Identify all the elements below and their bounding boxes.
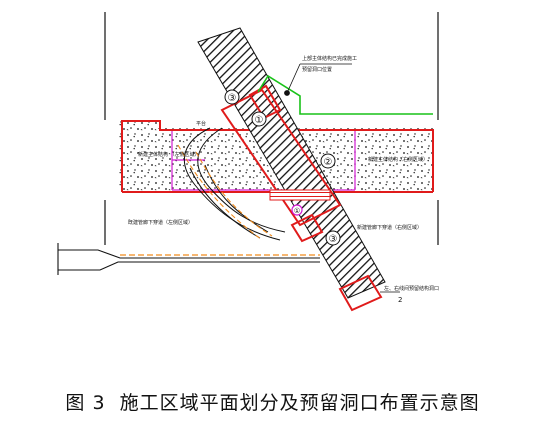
small-marker: ① [291,204,303,216]
construction-zoning-diagram: ③ ① ② ③ ① 上部主体结构已完成施工 预留洞口位置 平台 新建主体结构 （… [57,12,439,312]
figure-caption: 图 3 施工区域平面划分及预留洞口布置示意图 [0,388,545,415]
top-note-1: 上部主体结构已完成施工 [302,55,357,62]
red-striped-strip [269,189,331,201]
tunnel-left-label: 既建管廊下穿道（左侧区域） [128,219,193,226]
main-structure-left-label: 新建主体结构 （左侧区域） [138,151,200,158]
lower-tracks [57,243,320,275]
outer-walls [104,12,439,245]
svg-text:①: ① [294,207,300,215]
svg-text:①: ① [255,115,264,126]
tunnel-curves [183,127,286,241]
bottom-number: 2 [398,296,402,304]
main-structure-right-label: 新建主体结构（右侧区域） [368,156,428,163]
zone-marker-3-top: ③ [224,89,240,105]
tunnel-curves-orange [177,144,273,241]
zone-marker-3-bottom: ③ [325,230,341,246]
zone-marker-1: ① [251,111,267,127]
tunnel-right-label: 新建管廊下穿道（右侧区域） [357,224,422,231]
svg-text:②: ② [324,157,333,168]
small-top-label: 平台 [196,120,206,127]
bottom-note-label: 左、右线间预留结构洞口 [384,285,439,292]
zone-marker-2: ② [320,153,336,169]
svg-text:③: ③ [228,93,237,104]
top-note-2: 预留洞口位置 [302,66,332,73]
green-boundary [257,74,433,115]
figure-number: 图 3 [65,392,106,414]
leader-lines [284,63,400,293]
svg-text:③: ③ [329,234,338,245]
figure-title: 施工区域平面划分及预留洞口布置示意图 [119,392,480,414]
